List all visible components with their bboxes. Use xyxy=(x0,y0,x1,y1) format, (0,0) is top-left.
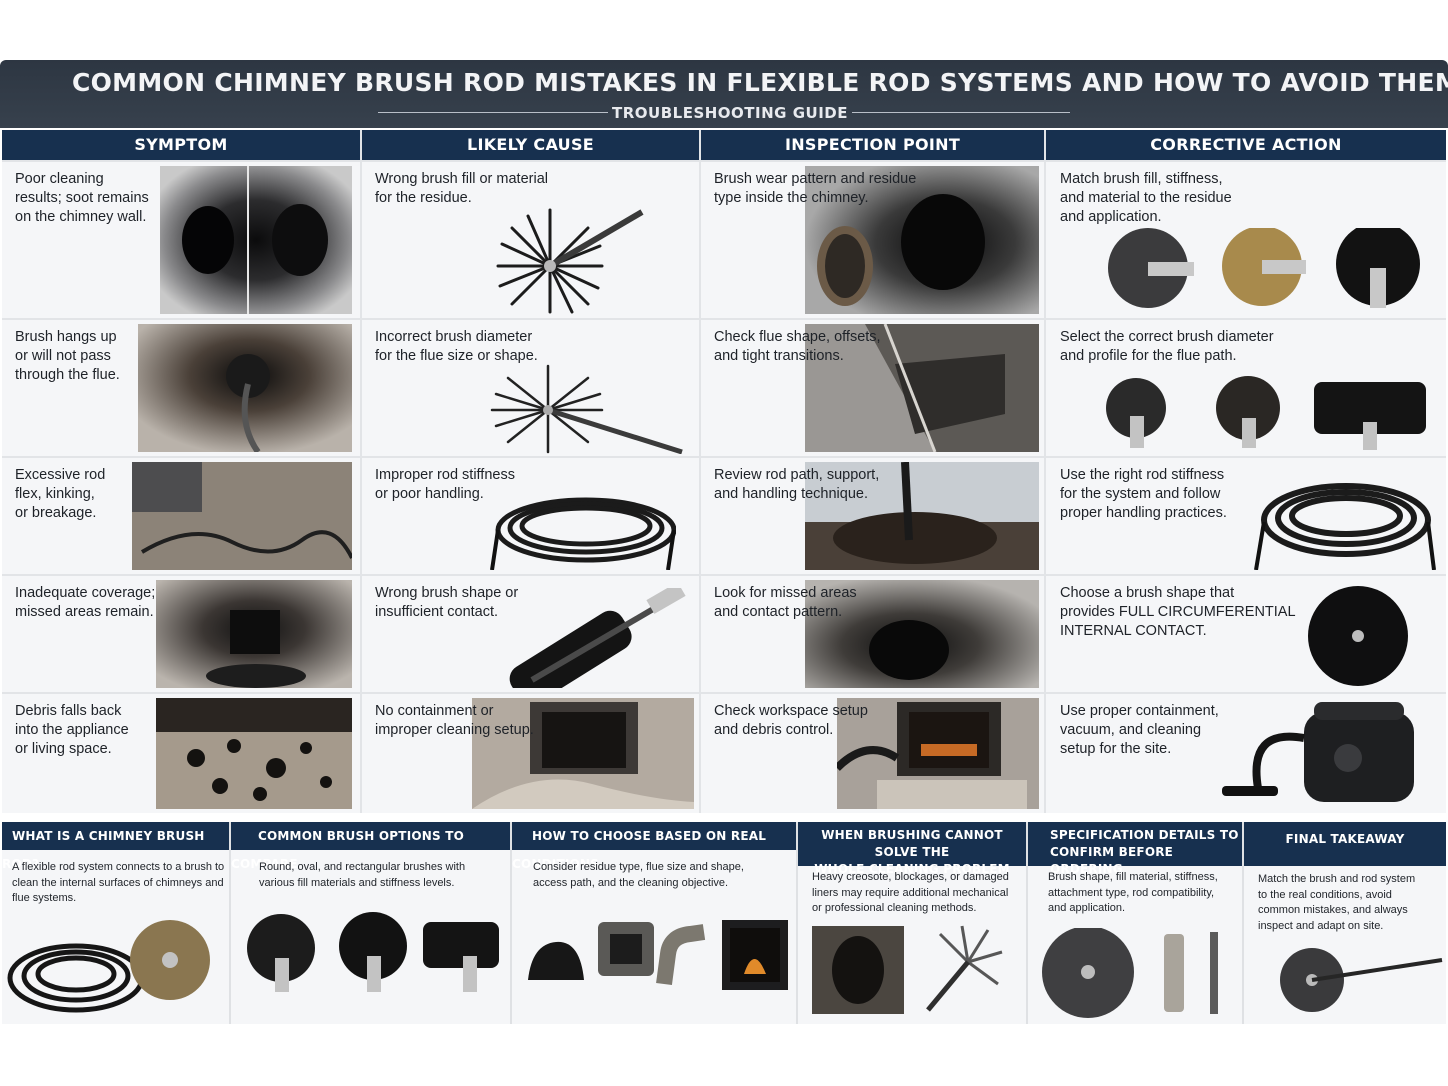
subtitle-rule-right xyxy=(852,112,1070,113)
panel-specification-details: SPECIFICATION DETAILS TO CONFIRM BEFORE … xyxy=(1028,822,1242,1024)
panel-when-brushing-fails-text: Heavy creosote, blockages, or damaged li… xyxy=(812,871,1009,914)
row-1-action-text: Match brush fill, stiffness, and materia… xyxy=(1060,171,1232,225)
row-5-symptom: Debris falls back into the appliance or … xyxy=(2,694,360,813)
row-4-cause: Wrong brush shape or insufficient contac… xyxy=(362,576,699,692)
row-5-inspection: Check workspace setup and debris control… xyxy=(701,694,1044,813)
row-1-inspection-text: Brush wear pattern and residue type insi… xyxy=(714,171,917,206)
row-1-symptom: Poor cleaning results; soot remains on t… xyxy=(2,162,360,318)
flue-soot-photo xyxy=(160,166,352,314)
brush-fill-options-icon xyxy=(1100,228,1430,314)
row-4-inspection-text: Look for missed areas and contact patter… xyxy=(714,585,857,620)
brush-on-rod-icon xyxy=(1266,946,1444,1016)
rod-in-chimney-top-photo xyxy=(805,462,1039,570)
row-4-symptom-text: Inadequate coverage; missed areas remain… xyxy=(15,585,156,620)
brush-shapes-icon xyxy=(239,912,505,998)
row-1-inspection: Brush wear pattern and residue type insi… xyxy=(701,162,1044,318)
row-2-symptom-text: Brush hangs up or will not pass through … xyxy=(15,329,120,383)
column-header-inspection: INSPECTION POINT xyxy=(701,130,1044,160)
row-3-inspection: Review rod path, support, and handling t… xyxy=(701,458,1044,574)
conditions-icons xyxy=(522,914,790,994)
row-5-action: Use proper containment, vacuum, and clea… xyxy=(1046,694,1446,813)
row-5-symptom-text: Debris falls back into the appliance or … xyxy=(15,703,129,757)
row-2-inspection: Check flue shape, offsets, and tight tra… xyxy=(701,320,1044,456)
panel-final-takeaway-text: Match the brush and rod system to the re… xyxy=(1258,873,1416,932)
subtitle-rule-left xyxy=(378,112,608,113)
row-2-symptom: Brush hangs up or will not pass through … xyxy=(2,320,360,456)
row-3-action-text: Use the right rod stiffness for the syst… xyxy=(1060,467,1227,521)
row-1-symptom-text: Poor cleaning results; soot remains on t… xyxy=(15,171,149,225)
brush-diameter-options-icon xyxy=(1076,376,1436,452)
row-3-cause: Improper rod stiffness or poor handling. xyxy=(362,458,699,574)
troubleshooting-table: SYMPTOM LIKELY CAUSE INSPECTION POINT CO… xyxy=(2,130,1446,813)
full-contact-round-brush-icon xyxy=(1286,584,1430,688)
blocked-flue-and-tool-icon xyxy=(812,924,1022,1016)
panel-final-takeaway: FINAL TAKEAWAY Match the brush and rod s… xyxy=(1244,822,1446,1024)
column-header-action: CORRECTIVE ACTION xyxy=(1046,130,1446,160)
info-panels: WHAT IS A CHIMNEY BRUSH ROD? A flexible … xyxy=(2,822,1446,1024)
panel-final-takeaway-heading: FINAL TAKEAWAY xyxy=(1244,822,1446,866)
row-5-action-text: Use proper containment, vacuum, and clea… xyxy=(1060,703,1219,757)
panel-when-brushing-fails-heading: WHEN BRUSHING CANNOT SOLVE THE WHOLE CLE… xyxy=(798,822,1026,876)
flue-offset-photo xyxy=(805,324,1039,452)
round-brush-icon xyxy=(470,206,670,314)
row-5-cause-text: No containment or improper cleaning setu… xyxy=(375,703,534,738)
row-3-cause-text: Improper rod stiffness or poor handling. xyxy=(375,467,515,502)
panel-what-is-rod-text: A flexible rod system connects to a brus… xyxy=(12,861,225,904)
debris-on-floor-photo xyxy=(156,698,352,809)
row-3-action: Use the right rod stiffness for the syst… xyxy=(1046,458,1446,574)
panel-choose-conditions-text: Consider residue type, flue size and sha… xyxy=(533,861,744,889)
row-2-inspection-text: Check flue shape, offsets, and tight tra… xyxy=(714,329,881,364)
row-2-cause: Incorrect brush diameter for the flue si… xyxy=(362,320,699,456)
row-1-cause: Wrong brush fill or material for the res… xyxy=(362,162,699,318)
row-4-symptom: Inadequate coverage; missed areas remain… xyxy=(2,576,360,692)
row-3-inspection-text: Review rod path, support, and handling t… xyxy=(714,467,880,502)
panel-choose-conditions: HOW TO CHOOSE BASED ON REAL CONDITIONS C… xyxy=(512,822,796,1024)
row-3-symptom: Excessive rod flex, kinking, or breakage… xyxy=(2,458,360,574)
panel-what-is-rod: WHAT IS A CHIMNEY BRUSH ROD? A flexible … xyxy=(2,822,229,1024)
guide-header: COMMON CHIMNEY BRUSH ROD MISTAKES IN FLE… xyxy=(0,60,1448,128)
brush-and-fittings-icon xyxy=(1040,928,1238,1018)
oversized-brush-icon xyxy=(482,364,686,454)
page-subtitle: TROUBLESHOOTING GUIDE xyxy=(612,104,848,122)
contact-pattern-flue-photo xyxy=(805,580,1039,688)
rod-reel-icon xyxy=(1250,474,1440,570)
page-title: COMMON CHIMNEY BRUSH ROD MISTAKES IN FLE… xyxy=(71,68,1448,97)
panel-specification-details-heading: SPECIFICATION DETAILS TO CONFIRM BEFORE … xyxy=(1028,822,1242,876)
row-4-action: Choose a brush shape that provides FULL … xyxy=(1046,576,1446,692)
shop-vacuum-icon xyxy=(1218,698,1440,809)
row-4-cause-text: Wrong brush shape or insufficient contac… xyxy=(375,585,519,620)
panel-brush-options-heading: COMMON BRUSH OPTIONS TO COMPARE xyxy=(231,822,510,871)
guide-sheet: COMMON CHIMNEY BRUSH ROD MISTAKES IN FLE… xyxy=(0,60,1448,1025)
column-header-symptom: SYMPTOM xyxy=(2,130,360,160)
kinked-rod-floor-photo xyxy=(132,462,352,570)
row-1-cause-text: Wrong brush fill or material for the res… xyxy=(375,171,548,206)
rod-coil-and-brush-icon xyxy=(6,916,224,1022)
row-5-cause: No containment or improper cleaning setu… xyxy=(362,694,699,813)
row-4-action-text: Choose a brush shape that provides FULL … xyxy=(1060,585,1296,639)
cylindrical-brush-icon xyxy=(492,588,688,688)
row-2-cause-text: Incorrect brush diameter for the flue si… xyxy=(375,329,538,364)
panel-when-brushing-fails: WHEN BRUSHING CANNOT SOLVE THE WHOLE CLE… xyxy=(798,822,1026,1024)
stuck-brush-flue-photo xyxy=(138,324,352,452)
row-2-action-text: Select the correct brush diameter and pr… xyxy=(1060,329,1274,364)
panel-brush-options-text: Round, oval, and rectangular brushes wit… xyxy=(259,861,466,889)
fireplace-with-hose-photo xyxy=(837,698,1039,809)
row-4-inspection: Look for missed areas and contact patter… xyxy=(701,576,1044,692)
panel-brush-options: COMMON BRUSH OPTIONS TO COMPARE Round, o… xyxy=(231,822,510,1024)
row-3-symptom-text: Excessive rod flex, kinking, or breakage… xyxy=(15,467,106,521)
row-1-action: Match brush fill, stiffness, and materia… xyxy=(1046,162,1446,318)
row-2-action: Select the correct brush diameter and pr… xyxy=(1046,320,1446,456)
panel-choose-conditions-heading: HOW TO CHOOSE BASED ON REAL CONDITIONS xyxy=(512,822,796,871)
row-5-inspection-text: Check workspace setup and debris control… xyxy=(714,703,868,738)
worn-brush-flue-photo xyxy=(805,166,1039,314)
missed-areas-flue-photo xyxy=(156,580,352,688)
open-fireplace-photo xyxy=(472,698,694,809)
panel-specification-details-text: Brush shape, fill material, stiffness, a… xyxy=(1048,871,1218,914)
column-header-cause: LIKELY CAUSE xyxy=(362,130,699,160)
panel-what-is-rod-heading: WHAT IS A CHIMNEY BRUSH ROD? xyxy=(2,822,229,871)
coiled-rod-reel-icon xyxy=(478,488,676,570)
